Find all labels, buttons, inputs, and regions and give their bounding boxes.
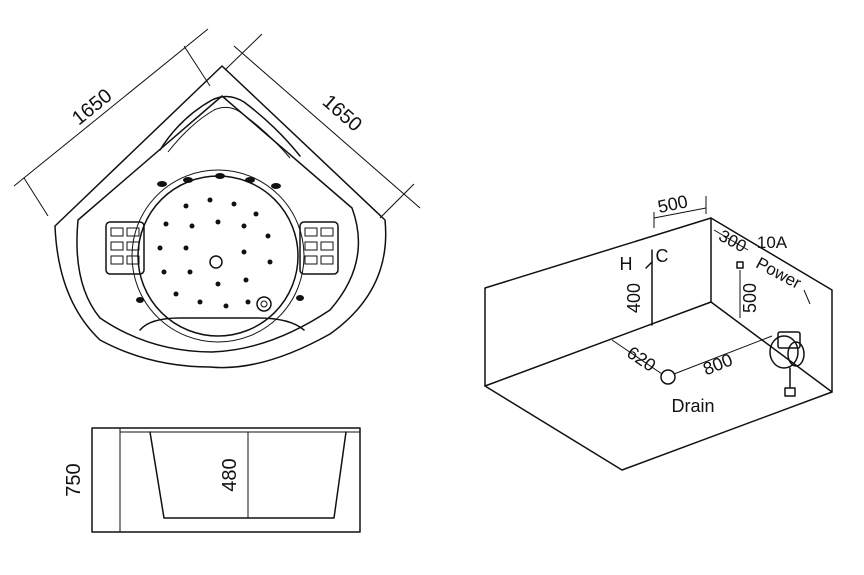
dim-top-label: 500	[656, 191, 690, 217]
dim-400-label: 400	[624, 283, 644, 313]
dim-height-label: 750	[63, 463, 85, 496]
drain-outlet	[660, 369, 676, 385]
power-label: Power	[753, 253, 805, 293]
tub-inner-rim	[76, 95, 360, 353]
hot-label: H	[620, 254, 633, 274]
install-back-wall-left	[484, 217, 712, 387]
install-floor	[484, 385, 833, 471]
top-view-dimension-lines	[13, 28, 421, 219]
cold-label: C	[656, 246, 669, 266]
install-floor-edge	[484, 301, 712, 387]
drain-label: Drain	[671, 396, 714, 416]
dim-right-label: 1650	[318, 91, 366, 137]
dim-800-label: 800	[700, 350, 735, 380]
corner-seat	[159, 95, 301, 157]
front-seat	[139, 317, 305, 331]
overflow-control	[256, 296, 272, 312]
air-jets	[157, 197, 273, 309]
power-socket	[736, 261, 744, 269]
dim-top-line	[653, 207, 707, 219]
overflow-control-inner	[260, 300, 268, 308]
current-rating-label: 10A	[757, 233, 788, 252]
dim-300-line	[713, 229, 749, 251]
dim-inner-depth-label: 480	[219, 458, 241, 491]
central-drain	[209, 255, 223, 269]
corner-seat-inner	[167, 106, 291, 159]
dim-620-line	[611, 339, 663, 375]
side-view: 750 480	[63, 427, 361, 533]
installation-view: 500 H C 400 300 10A Power 500 620 800	[484, 191, 833, 471]
side-view-basin-profile	[149, 431, 347, 519]
right-control-panel	[299, 221, 339, 275]
rim-jets	[136, 173, 304, 303]
dim-800-line	[673, 335, 773, 375]
pump-motor	[769, 331, 805, 397]
top-view: 1650 1650	[13, 28, 421, 369]
left-control-panel	[105, 221, 145, 275]
tub-outer-outline	[54, 65, 387, 369]
install-right-wall	[710, 217, 833, 393]
dim-620-label: 620	[623, 342, 659, 375]
dim-500-label: 500	[740, 283, 760, 313]
